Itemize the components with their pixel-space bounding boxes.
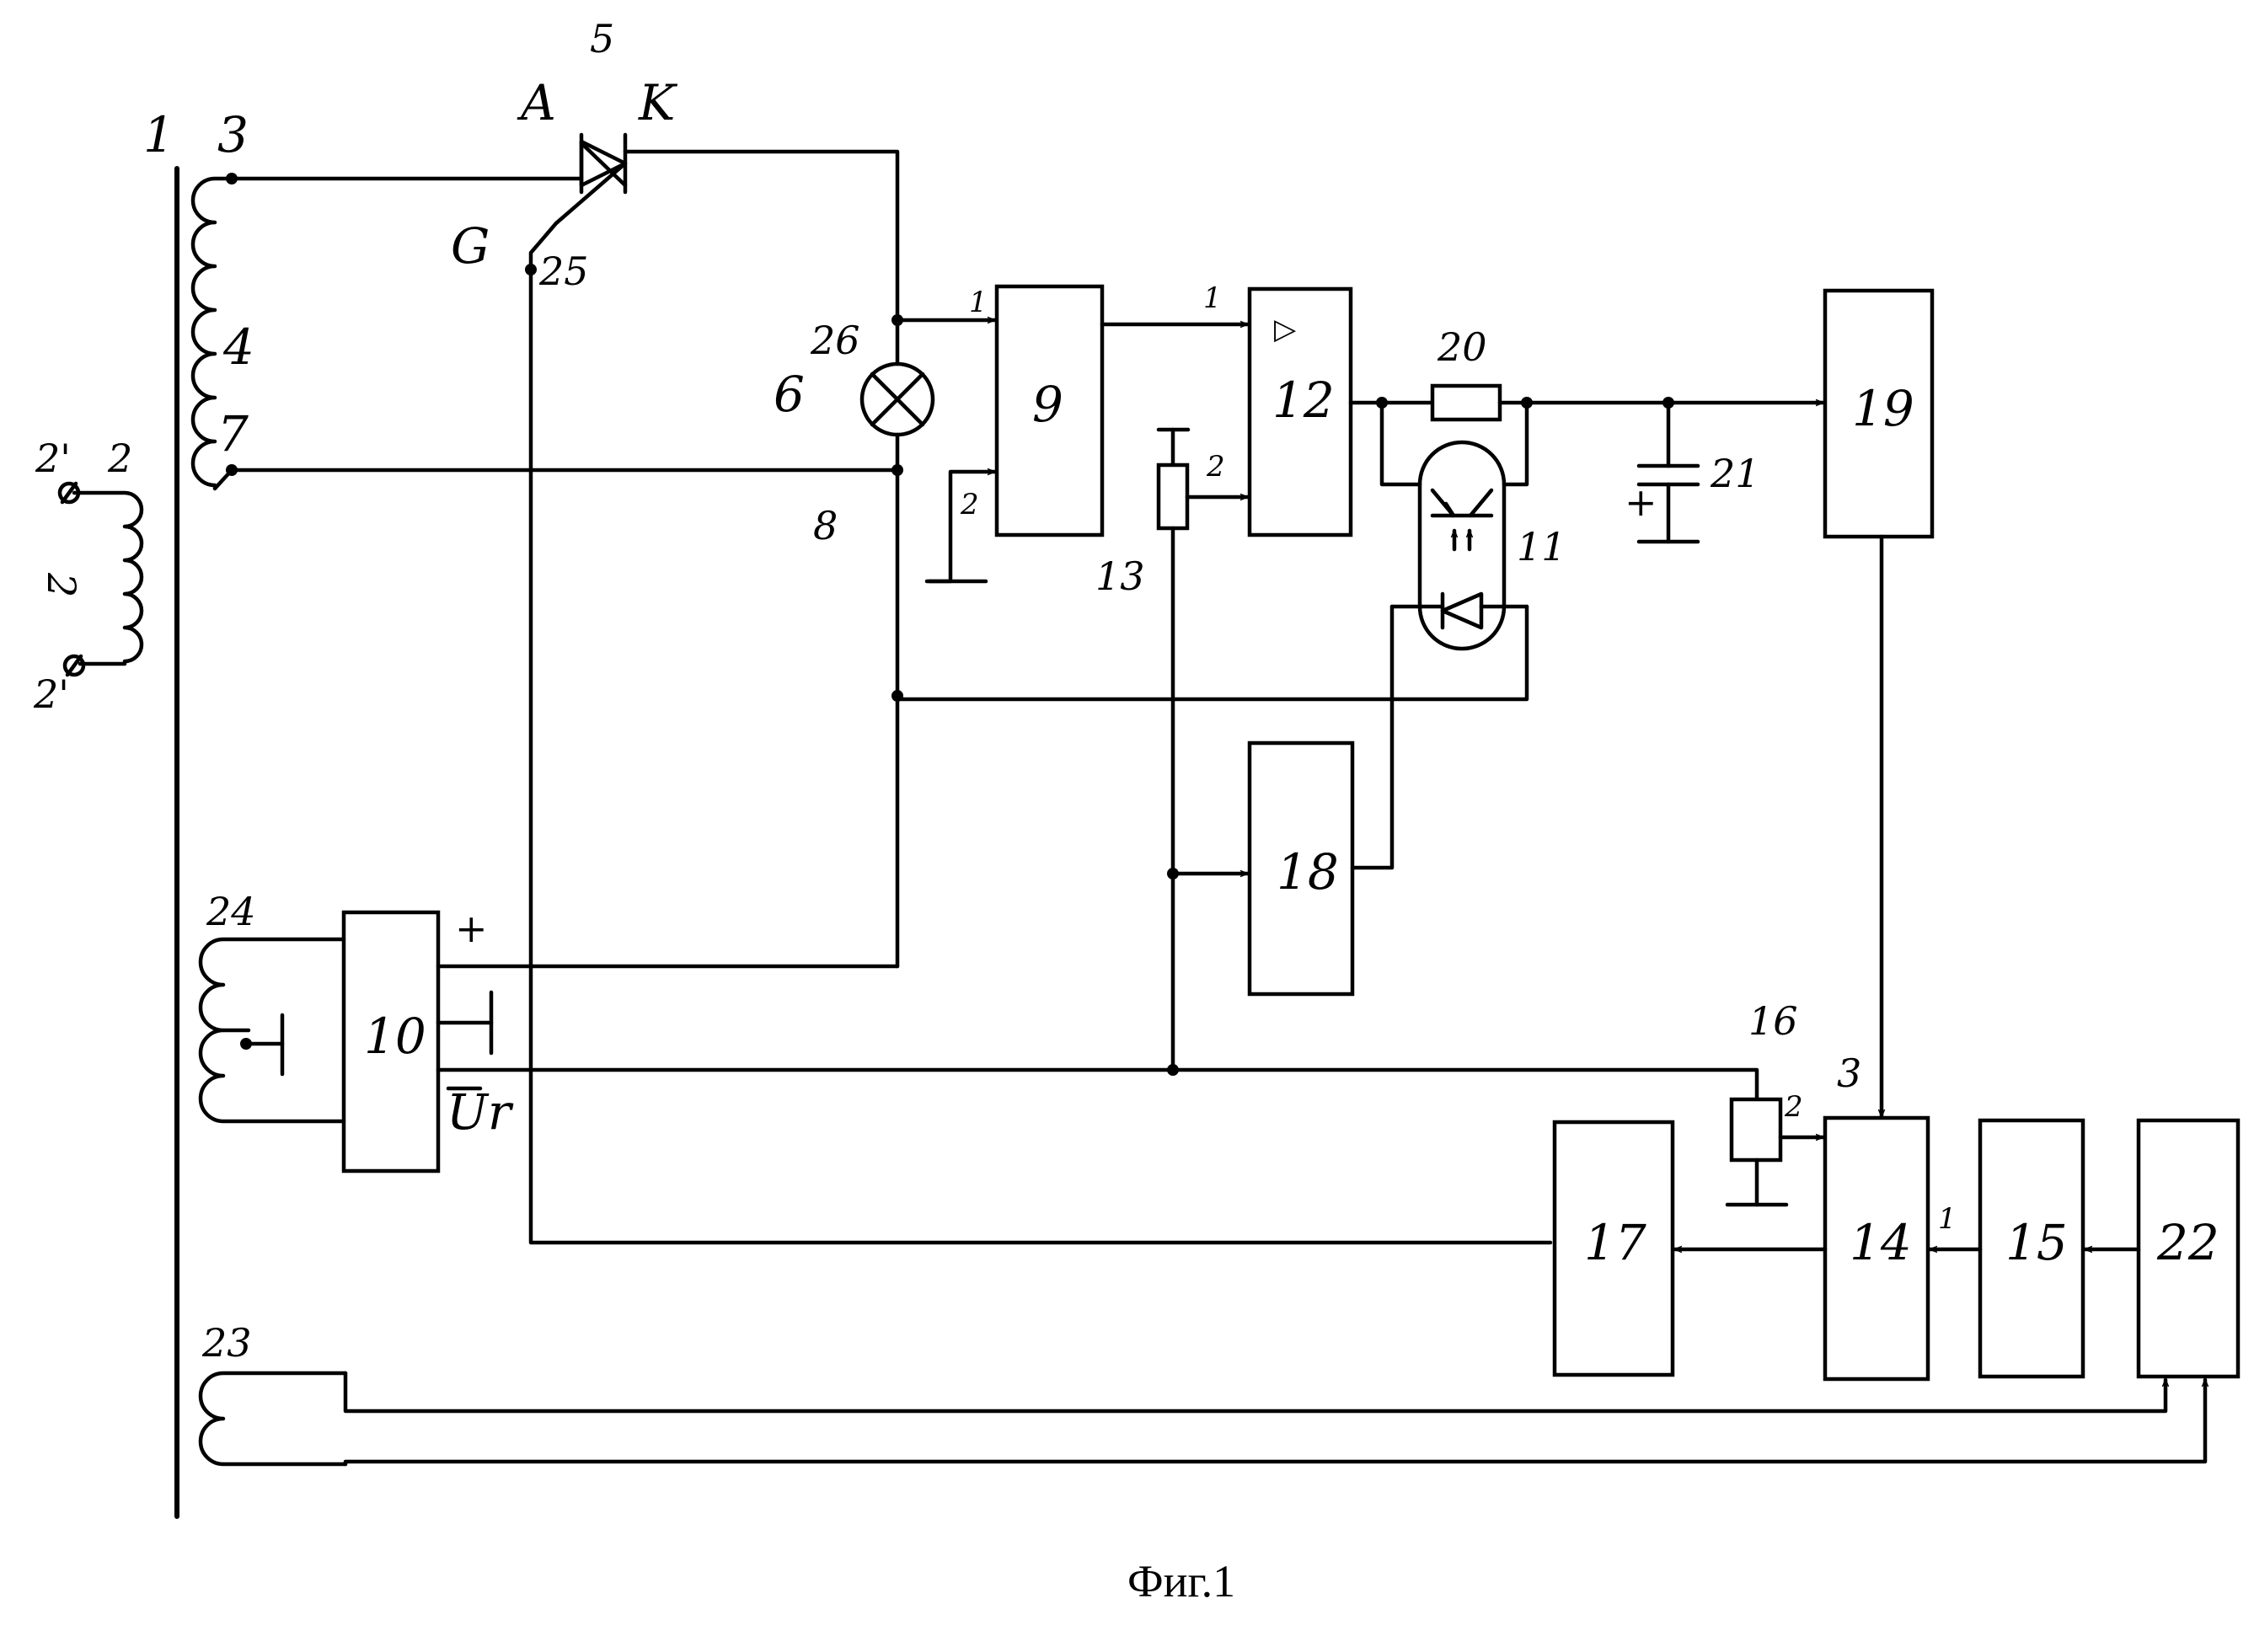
label-supply-plus: +	[455, 906, 488, 951]
label-capacitor-plus: +	[1625, 479, 1657, 525]
amplifier-mark: ▷	[1274, 313, 1297, 346]
label-input-9-1: 1	[969, 286, 988, 319]
optocoupler-11	[1382, 403, 1527, 649]
label-node-8: 8	[813, 503, 838, 548]
label-lamp-6: 6	[774, 366, 805, 423]
winding-24	[201, 939, 344, 1121]
label-input-14-2: 2	[1784, 1090, 1803, 1124]
resistor-20	[1432, 386, 1500, 420]
label-tap-7: 7	[217, 405, 249, 462]
label-input-12-2: 2	[1206, 450, 1225, 484]
resistor-13	[1159, 465, 1187, 528]
block-14-label: 14	[1850, 1214, 1912, 1271]
block-15-label: 15	[2005, 1214, 2068, 1271]
lamp-6	[862, 364, 933, 435]
block-10-label: 10	[364, 1008, 426, 1065]
node-25-dot	[525, 264, 537, 275]
label-winding-23: 23	[201, 1320, 252, 1366]
figure-caption: Фиг.1	[1127, 1556, 1235, 1607]
label-resistor-20: 20	[1437, 324, 1487, 370]
label-input-12-1: 1	[1203, 281, 1222, 315]
label-side-2: 2	[39, 572, 84, 597]
label-winding-2: 2	[107, 436, 132, 481]
label-tap-3: 3	[217, 106, 249, 163]
label-winding-4: 4	[222, 318, 254, 376]
label-thyristor-5: 5	[590, 16, 614, 61]
block-9-label: 9	[1032, 376, 1063, 433]
block-19-label: 19	[1852, 380, 1914, 437]
label-core-1: 1	[143, 106, 174, 163]
block-22-label: 22	[2156, 1214, 2219, 1271]
label-gate: G	[451, 217, 490, 275]
label-supply-ur: Ur	[447, 1083, 514, 1141]
label-terminal-bottom: 2'	[33, 671, 69, 717]
label-anode: A	[517, 74, 556, 131]
label-winding-24: 24	[206, 889, 256, 934]
block-12-label: 12	[1272, 372, 1335, 429]
winding-23	[201, 1373, 345, 1464]
label-cathode: K	[638, 74, 678, 131]
resistor-16	[1732, 1099, 1780, 1160]
label-node-26: 26	[810, 318, 860, 363]
block-18-label: 18	[1277, 843, 1339, 901]
label-terminal-top: 2'	[35, 436, 71, 481]
label-input-9-2: 2	[960, 488, 979, 521]
label-capacitor-21: 21	[1710, 451, 1760, 496]
label-resistor-13: 13	[1095, 553, 1145, 599]
label-input-14-1: 1	[1938, 1202, 1957, 1236]
label-resistor-16: 16	[1748, 998, 1798, 1044]
label-input-14-3: 3	[1837, 1051, 1861, 1096]
block-17-label: 17	[1584, 1214, 1646, 1271]
label-node-25: 25	[538, 249, 589, 294]
label-optocoupler-11: 11	[1517, 524, 1566, 569]
